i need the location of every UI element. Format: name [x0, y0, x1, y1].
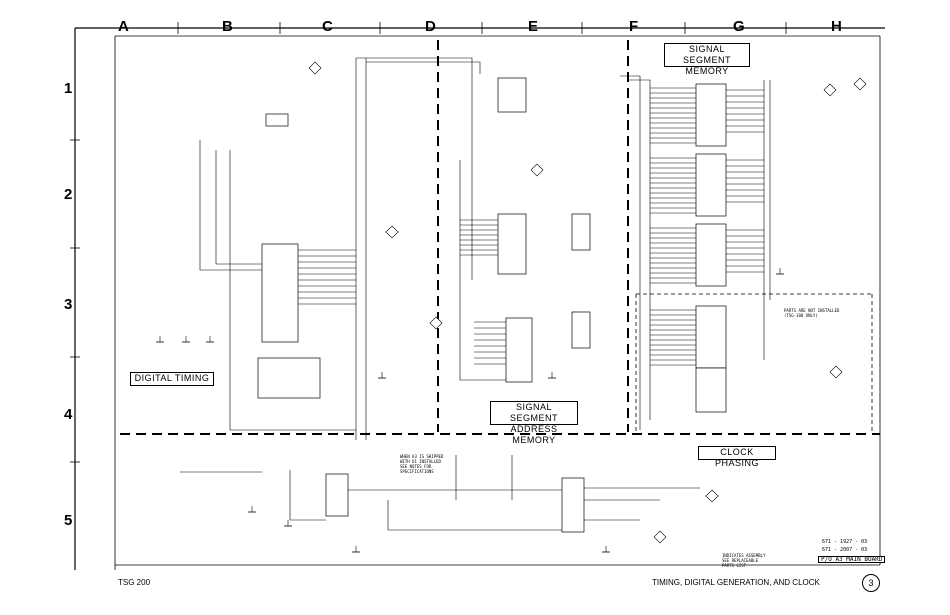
offpage-connector: [853, 77, 867, 91]
row-label-3: 3: [64, 296, 73, 313]
offpage-connector: [429, 316, 443, 330]
part-number-2: 671 - 2007 - 03: [822, 547, 868, 553]
timing-route-3: [215, 150, 262, 265]
part-number-1: 671 - 1927 - 03: [822, 539, 868, 545]
top-route: [356, 57, 473, 280]
addr-route: [459, 160, 506, 381]
chip-u370: [695, 305, 727, 369]
chip-u150: [261, 243, 299, 343]
note-text: WHEN A3 IS SHIPPED WITH U1 INSTALLED SEE…: [400, 454, 444, 474]
connector-j1: [265, 113, 289, 127]
cap-route: [387, 500, 562, 531]
column-label-d: D: [425, 18, 437, 35]
footer-model: TSG 200: [118, 578, 151, 587]
board-label: P/O A3 MAIN BOARD: [818, 556, 886, 563]
chip-u3: [497, 77, 527, 113]
offpage-connector: [653, 530, 667, 544]
clock-route: [289, 470, 326, 521]
column-label-b: B: [222, 18, 234, 35]
chip-u320: [571, 311, 591, 349]
chip-u500: [561, 477, 585, 533]
signal-segment-memory-label: SIGNAL SEGMENT MEMORY: [664, 43, 750, 76]
offpage-connector: [385, 225, 399, 239]
signal-segment-address-memory-label: SIGNAL SEGMENT ADDRESS MEMORY: [490, 401, 578, 445]
offpage-connector: [823, 83, 837, 97]
timing-route: [229, 150, 356, 431]
clock-phasing-label: CLOCK PHASING: [698, 446, 776, 468]
footer-title: TIMING, DIGITAL GENERATION, AND CLOCK: [652, 578, 820, 587]
memory-route-2: [628, 79, 651, 420]
column-label-f: F: [629, 18, 640, 35]
column-label-a: A: [118, 18, 130, 35]
chip-u360: [695, 223, 727, 287]
not-installed-note: PARTS ARE NOT INSTALLED (TSG-100 ONLY): [784, 308, 840, 318]
column-label-c: C: [322, 18, 334, 35]
digital-timing-label: DIGITAL TIMING: [130, 372, 214, 386]
chip-u380: [695, 367, 727, 413]
column-label-e: E: [528, 18, 540, 35]
row-label-4: 4: [64, 406, 73, 423]
row-label-5: 5: [64, 512, 73, 529]
column-label-g: G: [733, 18, 746, 35]
chip-u90: [497, 213, 527, 275]
offpage-connector: [829, 365, 843, 379]
offpage-connector: [308, 61, 322, 75]
chip-u150b: [325, 473, 349, 517]
asterisk-note: INDICATES ASSEMBLY SEE REPLACEABLE PARTS…: [722, 553, 766, 568]
top-route-2: [366, 61, 481, 74]
offpage-connector: [705, 489, 719, 503]
chip-u350: [695, 153, 727, 217]
page-number: 3: [862, 574, 880, 592]
row-label-1: 1: [64, 80, 73, 97]
timing-route-2: [199, 140, 262, 271]
chip-u340: [695, 83, 727, 147]
table-frame: [257, 357, 321, 399]
chip-u300: [571, 213, 591, 251]
column-label-h: H: [831, 18, 843, 35]
chip-u310: [505, 317, 533, 383]
row-label-2: 2: [64, 186, 73, 203]
memory-route: [620, 75, 641, 430]
offpage-connector: [530, 163, 544, 177]
